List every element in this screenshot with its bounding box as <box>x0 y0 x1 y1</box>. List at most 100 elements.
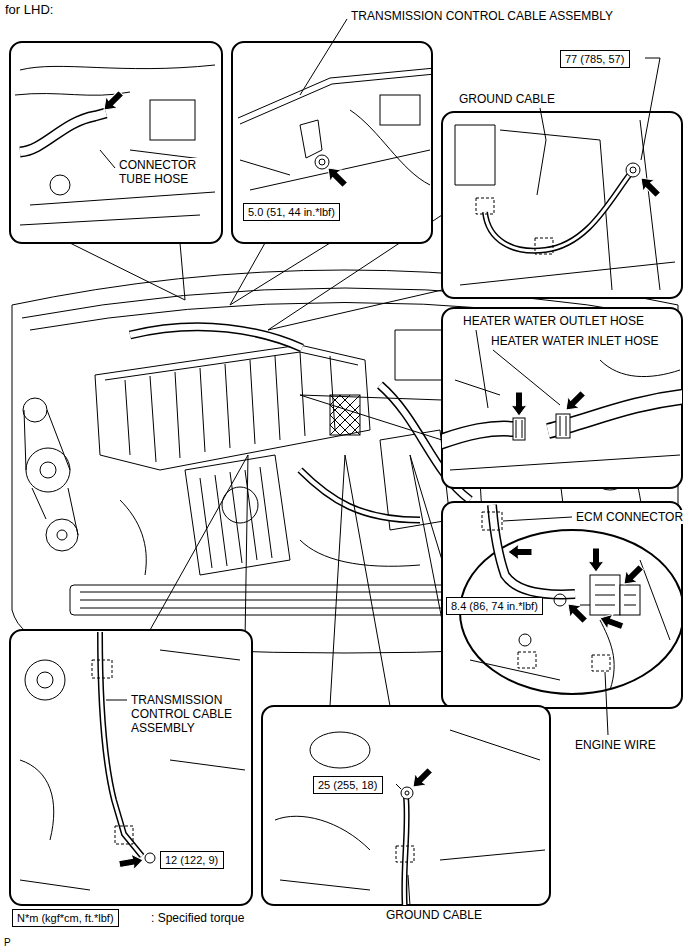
engine-bay <box>95 345 370 470</box>
label-leader <box>476 330 488 408</box>
part-label: ENGINE WIRE <box>574 738 657 752</box>
ground-cable-detail <box>626 163 640 177</box>
label-leader <box>503 517 572 521</box>
transmission-cable-detail <box>319 159 325 165</box>
label-leader <box>408 875 410 906</box>
part-label: CONNECTOR TUBE HOSE <box>118 158 215 186</box>
engine-bay <box>300 470 420 520</box>
detail-panel <box>10 42 682 905</box>
connector-tube-detail <box>150 100 195 140</box>
label-leader <box>493 350 560 405</box>
part-label: TRANSMISSION CONTROL CABLE ASSEMBLY <box>350 9 614 23</box>
ecm-connector-detail <box>470 560 670 690</box>
engine-bay <box>300 470 420 520</box>
connector-tube-detail <box>50 175 70 195</box>
ground-cable-detail <box>404 797 407 905</box>
torque-box: 5.0 (51, 44 in.*lbf) <box>243 203 340 221</box>
ecm-connector-detail <box>492 505 575 594</box>
transmission-cable-detail <box>300 120 322 158</box>
engine-bay <box>30 303 660 331</box>
engine-bay <box>40 462 56 478</box>
ground-cable-detail <box>310 732 370 768</box>
ecm-connector-detail <box>597 610 625 633</box>
heater-hose-detail <box>513 418 525 440</box>
detail-panel <box>10 42 222 243</box>
ecm-connector-detail <box>562 598 590 626</box>
panel-leader <box>330 455 390 706</box>
ecm-connector-detail <box>554 594 566 606</box>
part-label: : Specified torque <box>150 911 245 925</box>
torque-box: 77 (785, 57) <box>560 50 630 68</box>
connector-tube-detail <box>20 113 106 152</box>
engine-bay <box>200 467 272 568</box>
part-label: GROUND CABLE <box>458 92 556 106</box>
ecm-connector-detail <box>618 561 646 589</box>
ecm-connector-detail <box>482 512 502 530</box>
ground-cable-detail <box>485 174 630 251</box>
connector-tube-detail <box>98 87 126 115</box>
engine-bay <box>12 305 60 642</box>
engine-bay <box>330 395 360 435</box>
part-label: HEATER WATER INLET HOSE <box>490 334 660 348</box>
ecm-connector-detail <box>595 585 636 605</box>
engine-bay <box>24 410 78 535</box>
heater-hose-detail <box>560 387 588 415</box>
engine-bay <box>130 327 302 348</box>
transmission-cable-detail <box>315 155 329 169</box>
label-leader <box>106 700 127 701</box>
transmission-cable-detail <box>118 852 144 872</box>
label-leader <box>580 605 590 606</box>
part-label: HEATER WATER OUTLET HOSE <box>462 314 645 328</box>
ground-cable-detail <box>455 120 675 290</box>
part-label: ECM CONNECTOR <box>575 510 684 524</box>
transmission-cable-detail <box>322 162 350 190</box>
torque-box: N*m (kgf*cm, ft.*lbf) <box>12 909 119 927</box>
torque-value: 12 (122, 9) <box>165 853 219 867</box>
label-leader <box>641 58 660 160</box>
torque-box: 8.4 (86, 74 in.*lbf) <box>446 597 543 615</box>
torque-value: N*m (kgf*cm, ft.*lbf) <box>17 911 114 925</box>
ground-cable-detail <box>485 174 630 251</box>
ecm-connector-detail <box>508 544 532 560</box>
heater-hose-detail <box>556 414 570 438</box>
engine-bay <box>46 519 78 551</box>
transmission-cable-detail <box>240 110 430 190</box>
part-label: GROUND CABLE <box>385 908 483 922</box>
ecm-connector-detail <box>518 652 536 668</box>
ground-cable-detail <box>401 787 413 799</box>
part-label: for LHD: <box>4 3 54 17</box>
ground-cable-detail <box>404 797 407 905</box>
connector-tube-detail <box>20 113 106 152</box>
ground-cable-detail <box>630 167 636 173</box>
ground-cable-detail <box>275 730 545 905</box>
connector-tube-detail <box>15 65 215 205</box>
heater-hose-detail <box>511 392 527 416</box>
torque-value: 8.4 (86, 74 in.*lbf) <box>451 599 538 613</box>
detail-panel <box>442 502 682 708</box>
ground-cable-detail <box>407 764 435 792</box>
label-leader <box>537 108 546 195</box>
transmission-cable-detail <box>25 660 65 700</box>
ground-cable-detail <box>535 238 553 254</box>
engine-bay <box>130 327 302 348</box>
engine-bay <box>125 352 335 462</box>
detail-panel <box>442 112 682 298</box>
panel-leader <box>410 455 442 620</box>
transmission-cable-detail <box>37 672 53 688</box>
torque-value: 5.0 (51, 44 in.*lbf) <box>248 205 335 219</box>
ecm-connector-detail <box>620 585 640 615</box>
ground-cable-detail <box>405 791 409 795</box>
ground-cable-detail <box>396 846 414 862</box>
ecm-connector-detail <box>519 634 531 646</box>
transmission-cable-detail <box>380 95 420 125</box>
ground-cable-detail <box>455 120 675 290</box>
ecm-connector-detail <box>492 505 575 594</box>
label-leader <box>300 19 347 95</box>
panel-leader <box>230 243 330 305</box>
ecm-connector-detail <box>592 655 610 671</box>
part-label: TRANSMISSION CONTROL CABLE ASSEMBLY <box>130 693 247 735</box>
transmission-cable-detail <box>238 68 432 191</box>
